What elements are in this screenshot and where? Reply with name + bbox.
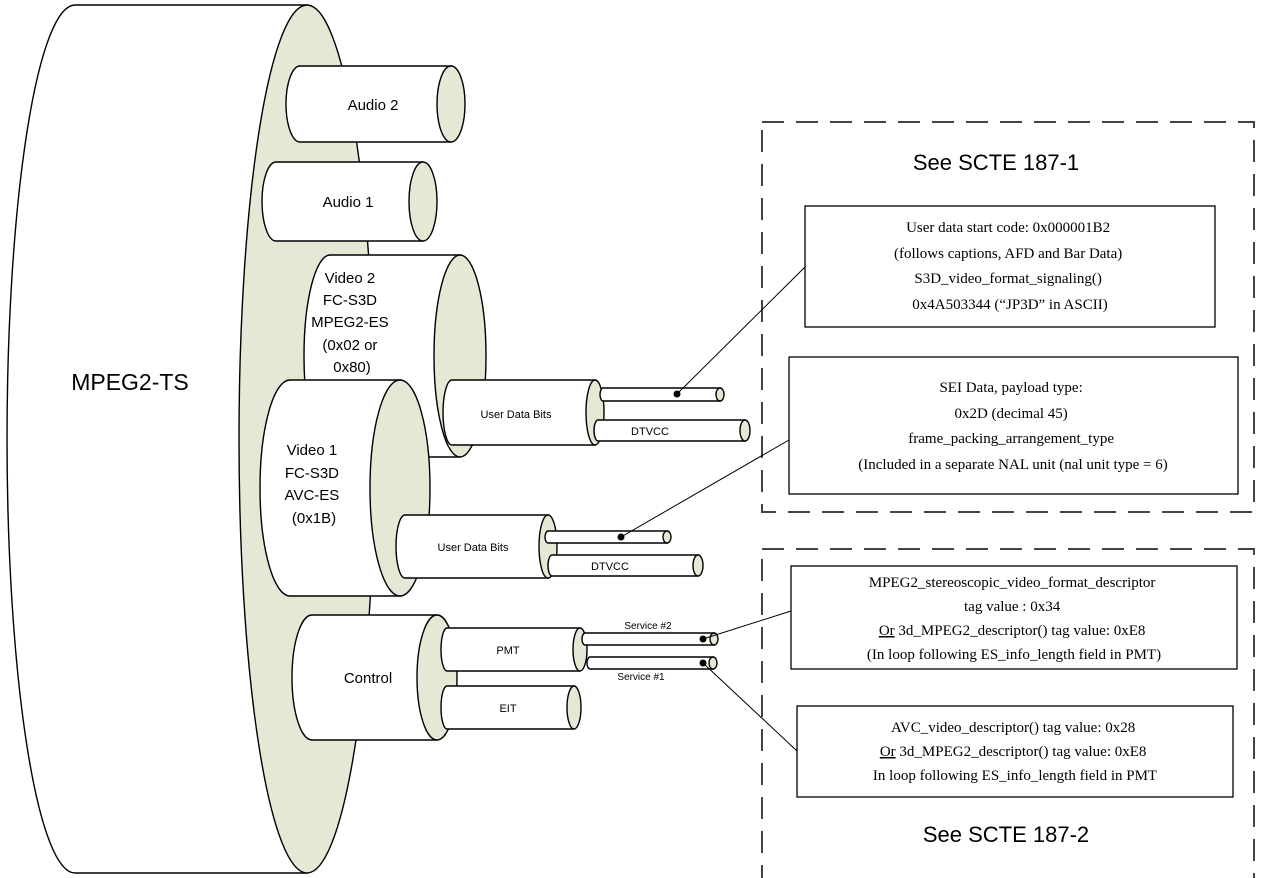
connector-dot-service2	[699, 635, 707, 643]
mpeg2-descriptor-box: MPEG2_stereoscopic_video_format_descript…	[790, 565, 1238, 670]
connector-avc-descriptor	[702, 662, 798, 752]
service1-tube: Service #1	[586, 656, 718, 683]
dtvcc-v2-label: DTVCC	[631, 426, 669, 438]
control-cylinder: Control	[291, 614, 458, 741]
pmt-label: PMT	[496, 645, 520, 657]
connector-sei	[620, 439, 790, 538]
user-data-tube-v2	[599, 387, 725, 402]
svg-text:MPEG2_stereoscopic_video_forma: MPEG2_stereoscopic_video_format_descript…	[867, 575, 1161, 663]
pmt-cylinder: PMT	[440, 627, 588, 672]
audio2-label: Audio 2	[348, 97, 399, 114]
svg-text:User data start code: 0x000001: User data start code: 0x000001B2 (follow…	[894, 220, 1126, 313]
service1-label: Service #1	[617, 672, 665, 683]
connector-dot-service1	[699, 659, 707, 667]
eit-label: EIT	[499, 703, 516, 715]
connectors	[617, 266, 806, 752]
control-label: Control	[344, 670, 392, 687]
service2-label: Service #2	[624, 621, 672, 632]
connector-user-data	[676, 266, 806, 395]
connector-mpeg2-descriptor	[702, 610, 792, 640]
user-data-bits-v2-label: User Data Bits	[481, 409, 552, 421]
scte-187-2-region	[761, 548, 1255, 878]
connector-dot-sei	[617, 533, 625, 541]
audio2-cylinder: Audio 2	[285, 65, 466, 143]
user-data-bits-v2-cylinder: User Data Bits	[442, 379, 605, 446]
user-data-tube-v1	[544, 530, 672, 544]
scte-187-2-label: See SCTE 187-2	[923, 822, 1089, 847]
svg-text:AVC_video_descriptor() tag va: AVC_video_descriptor() tag value: 0x28 O…	[873, 720, 1157, 784]
user-data-bits-v1-cylinder: User Data Bits	[395, 514, 558, 579]
video1-cylinder: Video 1 FC-S3D AVC-ES (0x1B)	[259, 379, 431, 597]
audio1-cylinder: Audio 1	[261, 161, 438, 242]
scte-187-1-region	[761, 121, 1255, 513]
eit-cylinder: EIT	[440, 685, 582, 730]
service2-tube: Service #2	[581, 621, 719, 646]
dtvcc-v1-cylinder: DTVCC	[547, 554, 704, 577]
avc-descriptor-box: AVC_video_descriptor() tag value: 0x28 O…	[796, 705, 1234, 798]
user-data-bits-v1-label: User Data Bits	[438, 542, 509, 554]
sei-data-box: SEI Data, payload type: 0x2D (decimal 45…	[788, 356, 1239, 495]
connector-dot-user-data	[673, 390, 681, 398]
user-data-box: User data start code: 0x000001B2 (follow…	[804, 205, 1216, 328]
svg-text:SEI Data, payload type:: SEI Data, payload type: 0x2D (decimal 45…	[858, 380, 1167, 473]
mpeg2-ts-label: MPEG2-TS	[71, 369, 189, 395]
video2-label: Video 2 FC-S3D MPEG2-ES (0x02 or 0x80)	[311, 270, 393, 376]
audio1-label: Audio 1	[323, 194, 374, 211]
scte-187-1-label: See SCTE 187-1	[913, 150, 1079, 175]
dtvcc-v2-cylinder: DTVCC	[593, 419, 751, 442]
video1-label: Video 1 FC-S3D AVC-ES (0x1B)	[285, 442, 344, 527]
dtvcc-v1-label: DTVCC	[591, 561, 629, 573]
